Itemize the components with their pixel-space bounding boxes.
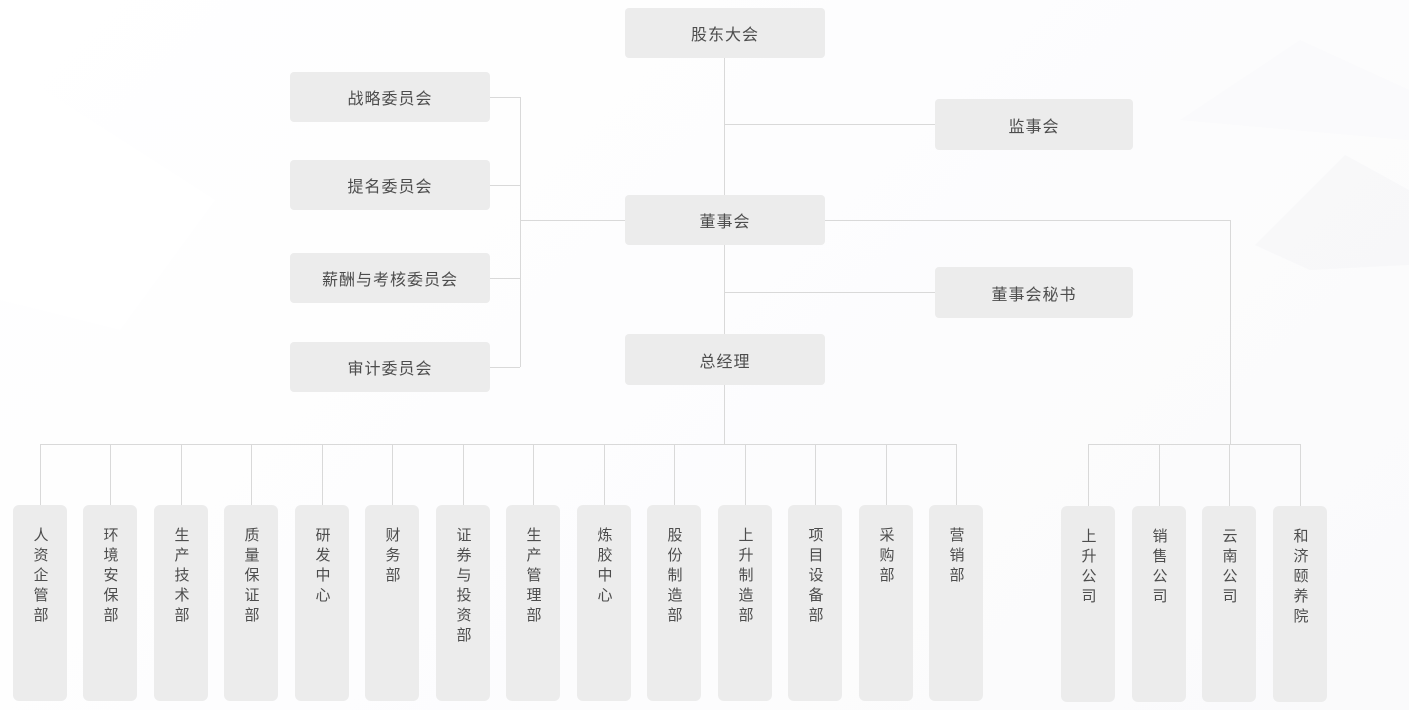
connector-board-gm — [724, 245, 725, 334]
node-label: 股份制造部 — [665, 527, 684, 627]
connector-subsidiaries-drop — [1230, 220, 1231, 444]
node-label: 环境安保部 — [101, 527, 120, 627]
node-department-production-management: 生产管理部 — [506, 505, 560, 701]
connector-subsidiary-bus — [1088, 444, 1300, 445]
node-department-marketing: 营销部 — [929, 505, 983, 701]
node-department-rnd-center: 研发中心 — [295, 505, 349, 701]
connector-drop-dept-1 — [40, 444, 41, 505]
connector-drop-dept-7 — [463, 444, 464, 505]
node-label: 云南公司 — [1220, 528, 1239, 608]
connector-drop-dept-13 — [886, 444, 887, 505]
node-supervisory-board: 监事会 — [935, 99, 1133, 150]
node-strategy-committee: 战略委员会 — [290, 72, 490, 122]
node-label: 上升制造部 — [736, 527, 755, 627]
connector-drop-sub-3 — [1229, 444, 1230, 506]
node-label: 研发中心 — [313, 527, 332, 607]
node-subsidiary-sales-company: 销售公司 — [1132, 506, 1186, 702]
node-remuneration-committee: 薪酬与考核委员会 — [290, 253, 490, 303]
connector-drop-dept-8 — [533, 444, 534, 505]
connector-drop-dept-2 — [110, 444, 111, 505]
node-subsidiary-shangsheng-company: 上升公司 — [1061, 506, 1115, 702]
connector-committee-1 — [490, 97, 520, 98]
node-label: 营销部 — [947, 527, 966, 587]
connector-drop-dept-4 — [251, 444, 252, 505]
connector-spine-board — [520, 220, 625, 221]
node-label: 和济颐养院 — [1291, 528, 1310, 628]
connector-supervisory — [724, 124, 935, 125]
node-label: 炼胶中心 — [595, 527, 614, 607]
connector-gm-bus — [724, 384, 725, 444]
node-nomination-committee: 提名委员会 — [290, 160, 490, 210]
node-board-secretary: 董事会秘书 — [935, 267, 1133, 318]
node-label: 人资企管部 — [31, 527, 50, 627]
connector-drop-sub-1 — [1088, 444, 1089, 506]
connector-drop-dept-12 — [815, 444, 816, 505]
node-department-hr-admin: 人资企管部 — [13, 505, 67, 701]
node-label: 销售公司 — [1150, 528, 1169, 608]
node-department-share-manufacturing: 股份制造部 — [647, 505, 701, 701]
connector-drop-dept-14 — [956, 444, 957, 505]
connector-drop-dept-5 — [322, 444, 323, 505]
connector-drop-dept-11 — [745, 444, 746, 505]
node-department-shangsheng-manufacturing: 上升制造部 — [718, 505, 772, 701]
node-department-procurement: 采购部 — [859, 505, 913, 701]
connector-shareholders-board — [724, 58, 725, 195]
node-department-production-tech: 生产技术部 — [154, 505, 208, 701]
node-department-securities-investment: 证券与投资部 — [436, 505, 490, 701]
node-subsidiary-yunnan-company: 云南公司 — [1202, 506, 1256, 702]
connector-secretary — [724, 292, 935, 293]
connector-drop-dept-6 — [392, 444, 393, 505]
node-label: 上升公司 — [1079, 528, 1098, 608]
node-department-finance: 财务部 — [365, 505, 419, 701]
connector-committee-4 — [490, 367, 520, 368]
node-label: 生产管理部 — [524, 527, 543, 627]
connector-committee-2 — [490, 185, 520, 186]
node-label: 生产技术部 — [172, 527, 191, 627]
node-shareholders-meeting: 股东大会 — [625, 8, 825, 58]
connector-drop-sub-4 — [1300, 444, 1301, 506]
node-general-manager: 总经理 — [625, 334, 825, 385]
node-label: 项目设备部 — [806, 527, 825, 627]
connector-board-subsidiaries — [825, 220, 1230, 221]
connector-drop-dept-9 — [604, 444, 605, 505]
node-department-quality-assurance: 质量保证部 — [224, 505, 278, 701]
node-label: 证券与投资部 — [454, 527, 473, 647]
connector-department-bus — [40, 444, 956, 445]
node-label: 财务部 — [383, 527, 402, 587]
connector-committee-spine — [520, 97, 521, 367]
node-department-rubber-mixing-center: 炼胶中心 — [577, 505, 631, 701]
connector-drop-sub-2 — [1159, 444, 1160, 506]
node-department-environment-security: 环境安保部 — [83, 505, 137, 701]
node-label: 采购部 — [877, 527, 896, 587]
node-audit-committee: 审计委员会 — [290, 342, 490, 392]
node-board-of-directors: 董事会 — [625, 195, 825, 245]
node-label: 质量保证部 — [242, 527, 261, 627]
connector-committee-3 — [490, 278, 520, 279]
node-department-project-equipment: 项目设备部 — [788, 505, 842, 701]
connector-drop-dept-10 — [674, 444, 675, 505]
connector-drop-dept-3 — [181, 444, 182, 505]
node-subsidiary-heji-nursing-home: 和济颐养院 — [1273, 506, 1327, 702]
